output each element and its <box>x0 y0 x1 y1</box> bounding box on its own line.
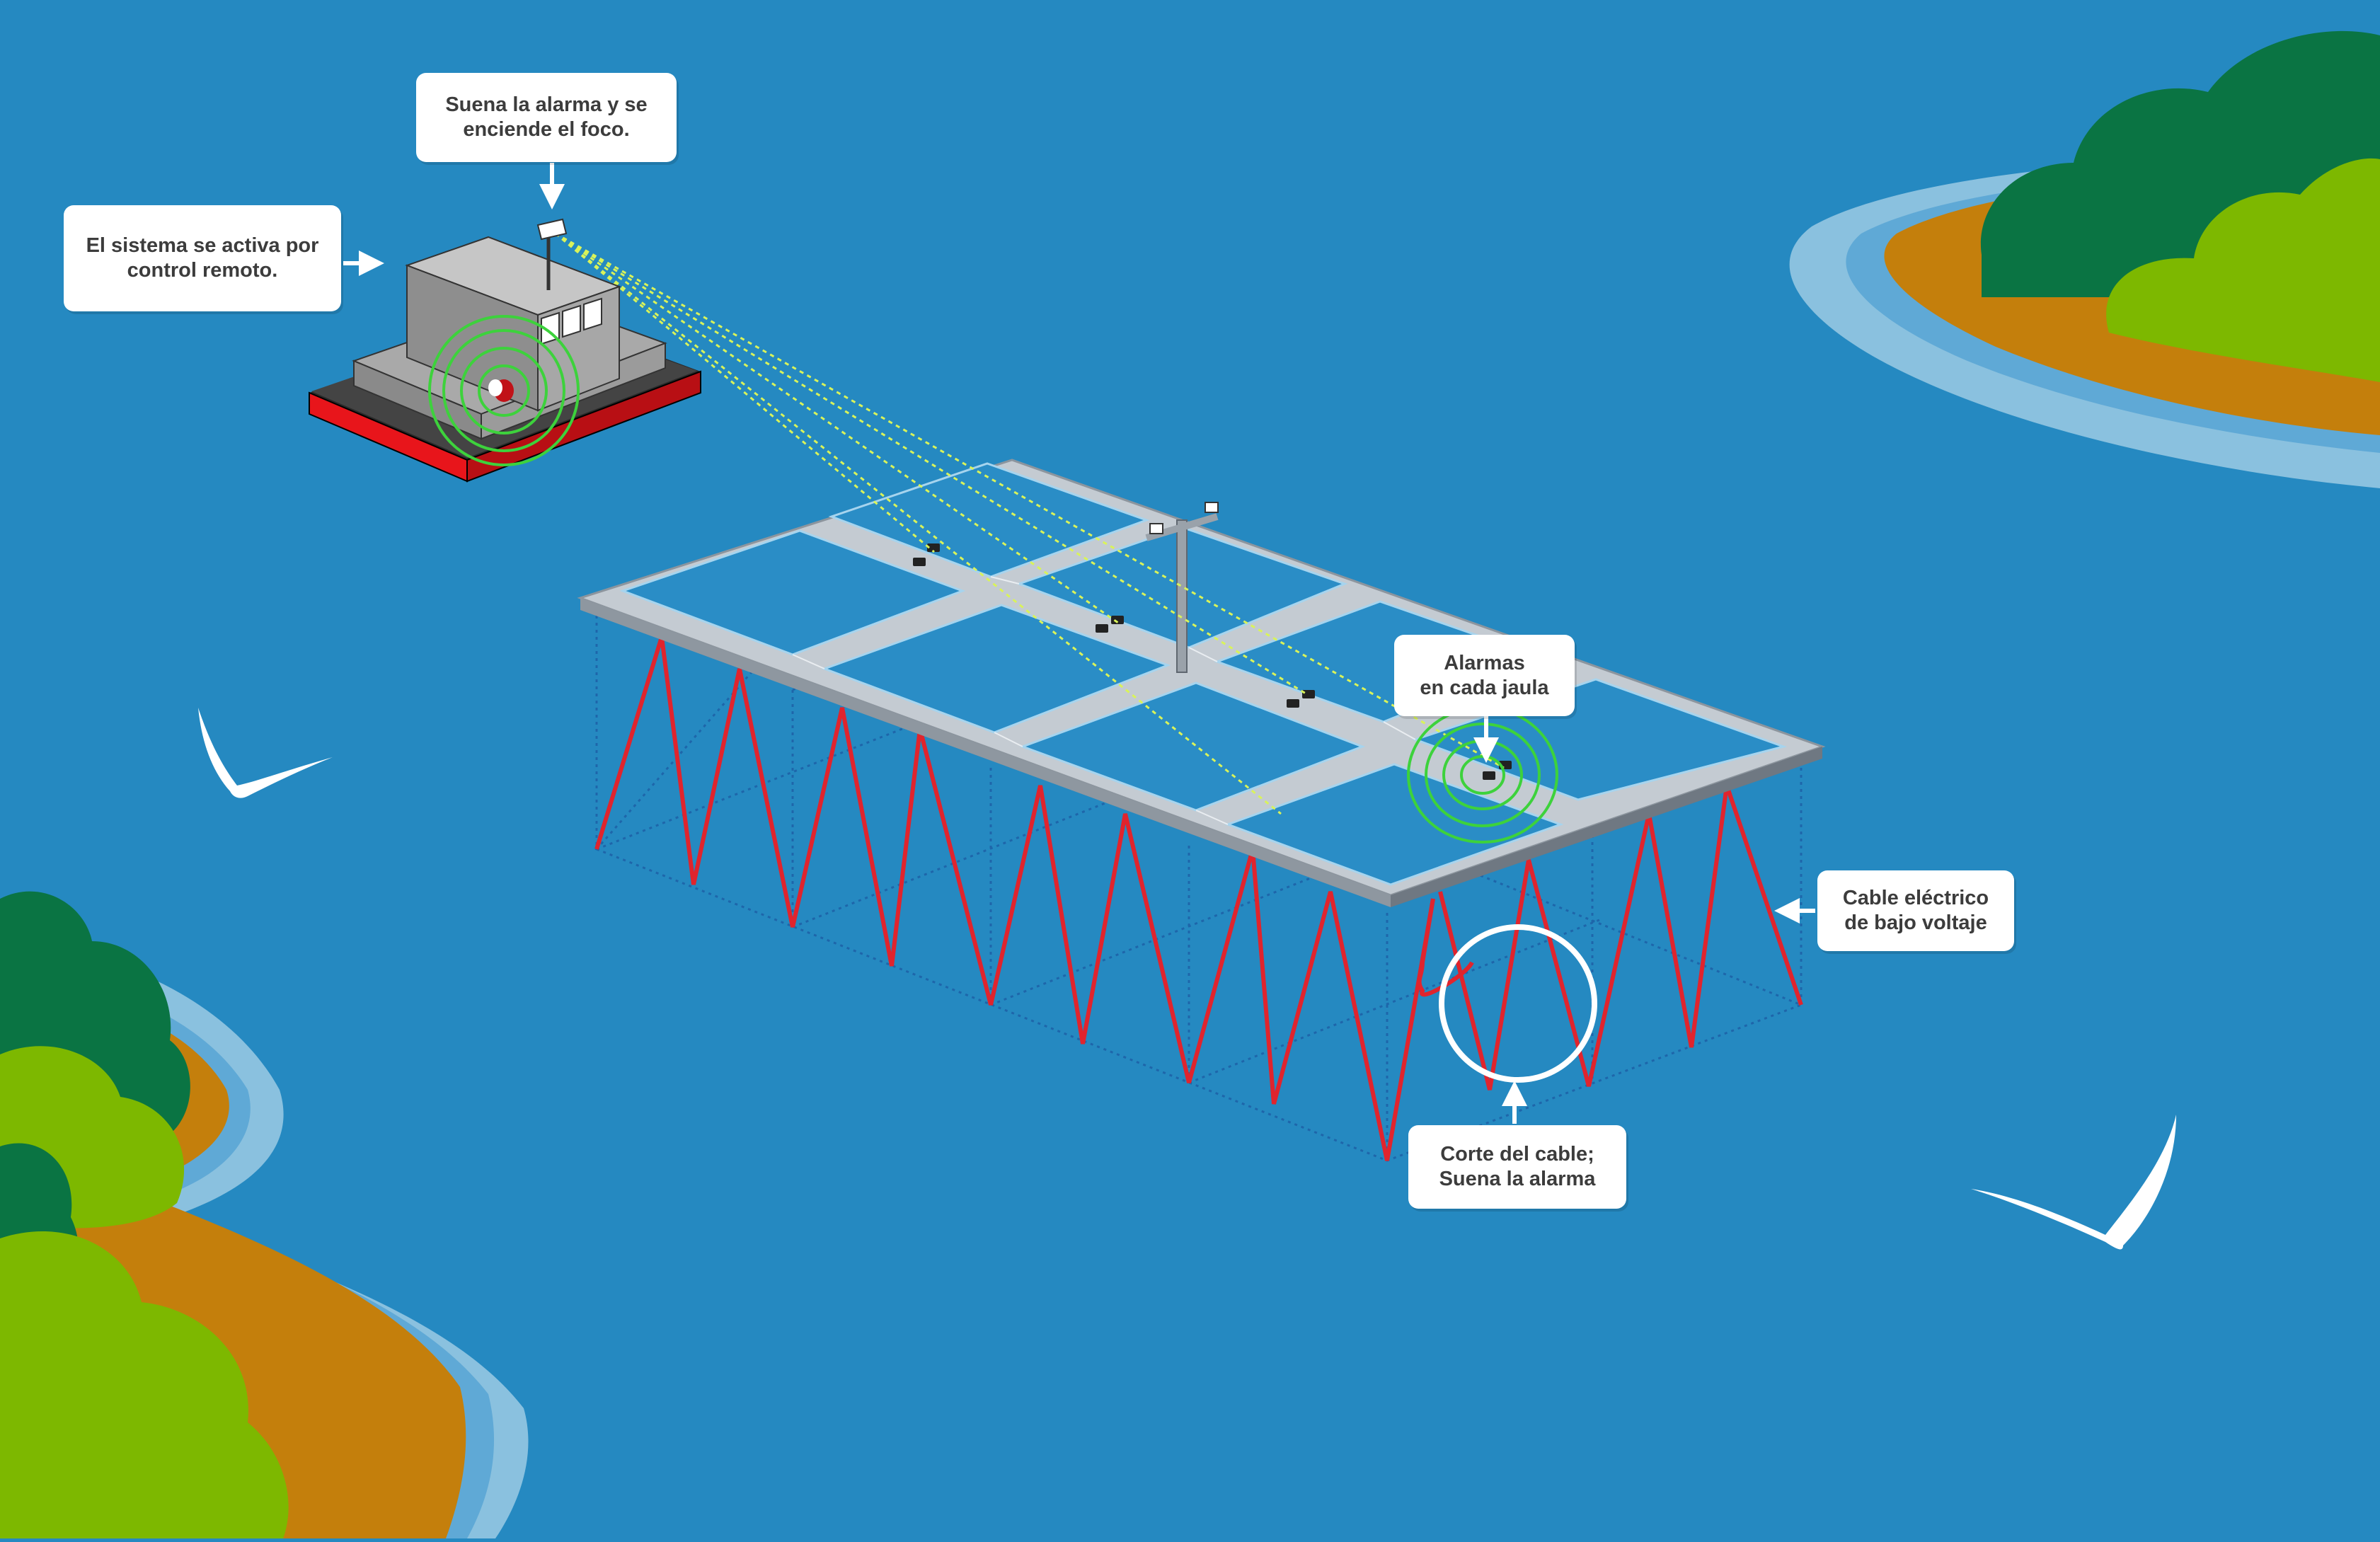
island-top-right <box>1789 30 2380 488</box>
callout-alarm-light: Suena la alarma y se enciende el foco. <box>416 73 677 162</box>
trees-top-right <box>1980 30 2380 382</box>
callout-cable-cut: Corte del cable; Suena la alarma <box>1408 1125 1626 1209</box>
callout-alarm-light-line-1: Suena la alarma y se <box>445 93 648 116</box>
cut-cable <box>1417 898 1474 997</box>
callout-cage-alarms: Alarmas en cada jaula <box>1394 635 1575 716</box>
floodlight-icon <box>536 218 568 241</box>
boat <box>309 218 701 483</box>
cage-frame <box>577 459 1826 907</box>
arrow-icon <box>343 163 1815 1124</box>
callout-cable-line-2: de bajo voltaje <box>1844 911 1987 934</box>
callout-remote-line-2: control remoto. <box>127 259 278 282</box>
callout-remote-line-1: El sistema se activa por <box>86 234 319 257</box>
callout-cable: Cable eléctrico de bajo voltaje <box>1817 870 2014 951</box>
alarm-light-icon <box>488 379 514 402</box>
island-bottom-left <box>0 891 529 1538</box>
floodlight-icon <box>1149 502 1219 534</box>
seagull-icon <box>1971 1115 2176 1250</box>
trees-bottom-left <box>0 891 289 1538</box>
callout-remote-activation: El sistema se activa por control remoto. <box>64 205 341 311</box>
cage-alarms <box>913 543 1512 780</box>
callout-cut-line-1: Corte del cable; <box>1440 1143 1594 1166</box>
seagull-icon <box>198 708 333 798</box>
net-enclosure <box>594 526 1805 1162</box>
alarm-signal-rings <box>1407 706 1558 844</box>
callout-alarm-light-line-2: enciende el foco. <box>463 118 630 141</box>
callout-cable-line-1: Cable eléctrico <box>1842 887 1989 909</box>
central-pole <box>1145 502 1219 673</box>
cut-highlight-circle <box>1439 924 1597 1083</box>
callout-cage-alarms-line-2: en cada jaula <box>1420 676 1549 699</box>
remote-signal-lines <box>555 232 1505 815</box>
callout-cage-alarms-line-1: Alarmas <box>1444 651 1525 674</box>
callout-cut-line-2: Suena la alarma <box>1439 1168 1596 1190</box>
